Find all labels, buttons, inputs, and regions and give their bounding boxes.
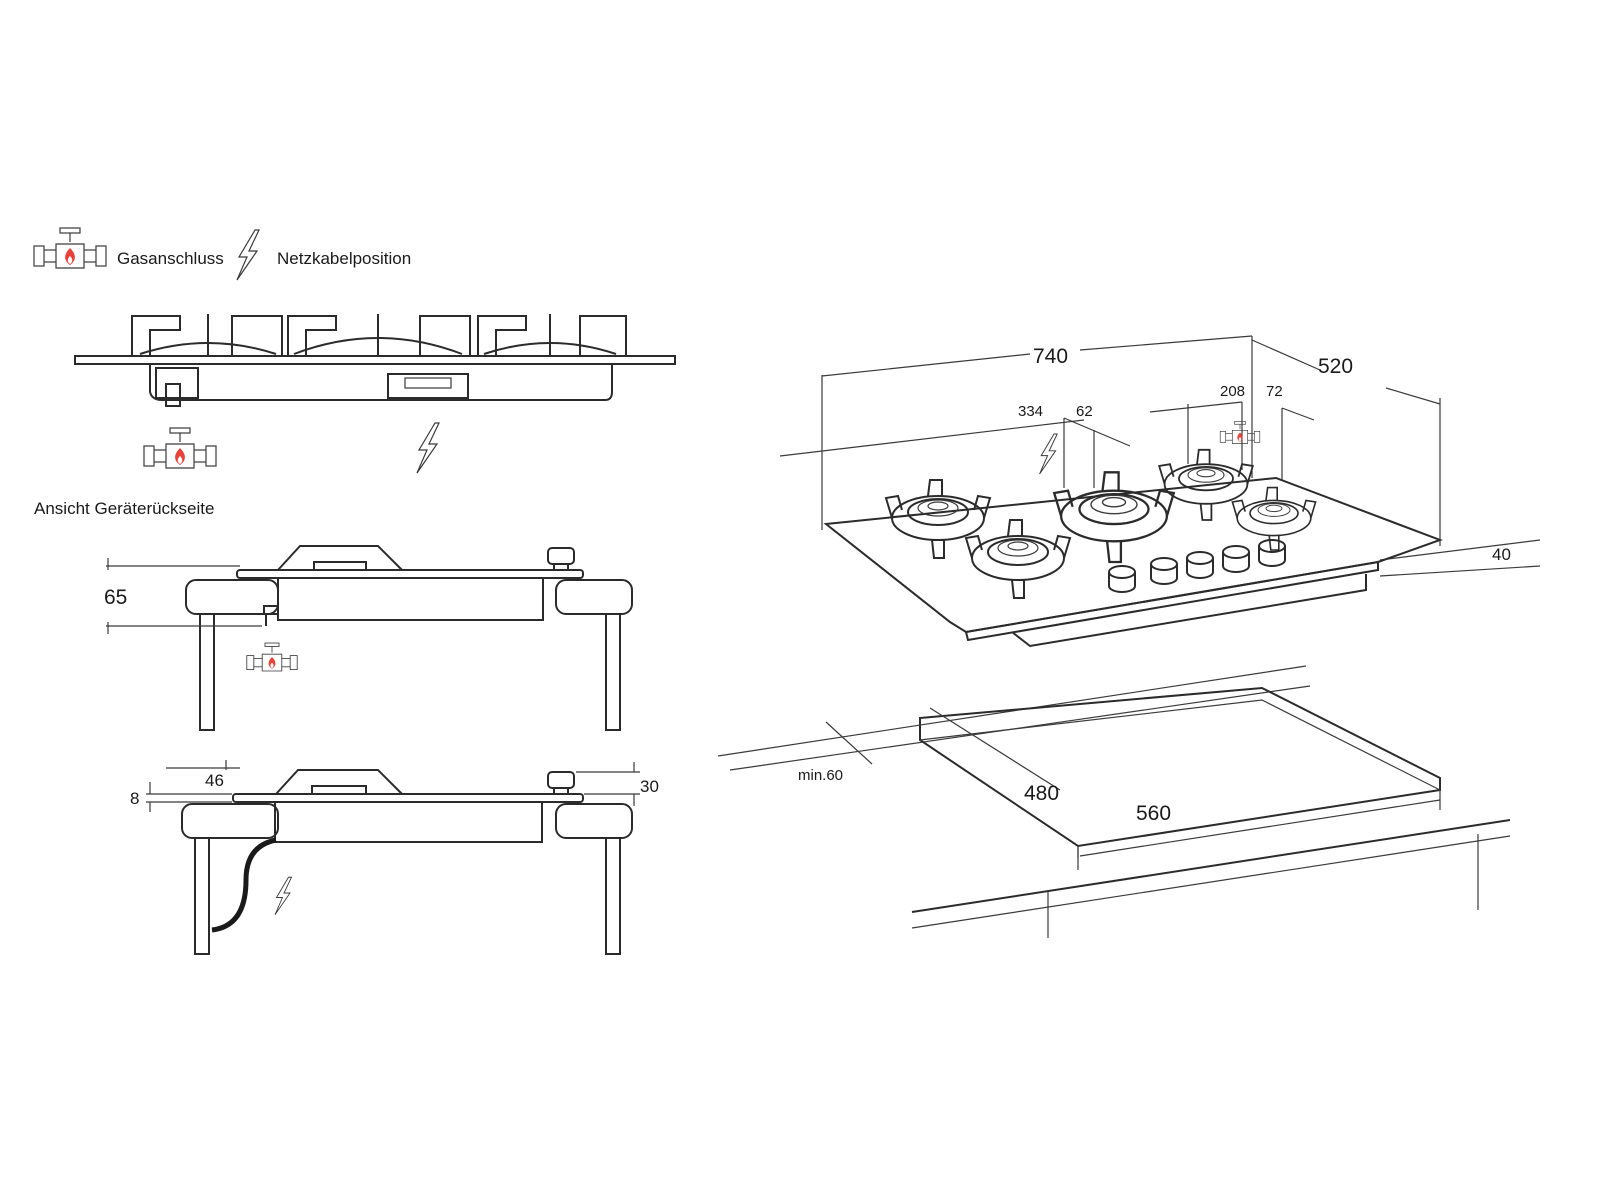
legend-gas-label: Gasanschluss [117, 249, 224, 268]
side-power-dim-30: 30 [640, 777, 659, 796]
hob-gas-offset-b-label: 72 [1266, 383, 1283, 400]
hob-gas-offset-right-label: 208 [1220, 383, 1245, 400]
hob-lightning-icon [1039, 433, 1058, 475]
hob-gas-offset-left-label: 334 [1018, 403, 1043, 420]
hob-height-label: 40 [1492, 545, 1511, 564]
cutout-min-edge-label: min.60 [798, 767, 843, 784]
hob-depth-label: 520 [1318, 355, 1353, 378]
rear-gas-valve-icon [143, 427, 217, 469]
side-gas-valve-icon [246, 642, 298, 672]
hob-gas-valve-icon [1219, 421, 1261, 444]
side-gas-height-label: 65 [104, 586, 127, 609]
side-view-power: 46 8 30 [130, 760, 659, 955]
side-view-gas: 65 [104, 545, 633, 731]
legend: Gasanschluss Netzkabelposition [33, 227, 411, 281]
side-power-lightning-icon [274, 876, 292, 916]
cutout-depth-label: 480 [1024, 782, 1059, 805]
rear-view: Ansicht Geräterückseite [34, 314, 676, 518]
side-power-dim-8: 8 [130, 789, 139, 808]
cutout-width-label: 560 [1136, 802, 1171, 825]
side-power-dim-46: 46 [205, 771, 224, 790]
rear-lightning-icon [416, 422, 440, 474]
legend-power-label: Netzkabelposition [277, 249, 411, 268]
hob-perspective: 740 520 334 62 208 72 40 [779, 335, 1541, 648]
hob-gas-offset-a-label: 62 [1076, 403, 1093, 420]
hob-width-label: 740 [1033, 345, 1068, 368]
gas-valve-icon [33, 227, 107, 269]
rear-view-caption: Ansicht Geräterückseite [34, 499, 214, 518]
lightning-icon [236, 229, 260, 281]
cutout-drawing: 480 560 min.60 [717, 665, 1511, 938]
